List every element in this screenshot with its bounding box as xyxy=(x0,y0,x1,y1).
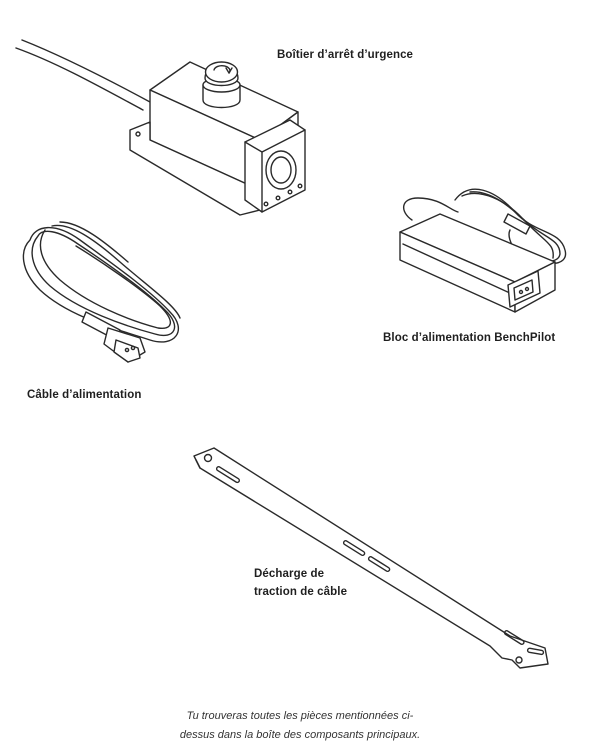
caption: Tu trouveras toutes les pièces mentionné… xyxy=(130,707,470,745)
caption-line2: dessus dans la boîte des composants prin… xyxy=(179,729,421,741)
power-cable-icon xyxy=(22,221,181,363)
power-supply-label: Bloc d’alimentation BenchPilot xyxy=(383,332,556,344)
strain-relief-label-line1: Décharge de xyxy=(254,568,325,580)
emergency-stop-box-icon xyxy=(15,39,306,216)
power-supply-icon xyxy=(399,188,567,313)
strain-relief-label-line2: traction de câble xyxy=(254,586,348,598)
caption-line1: Tu trouveras toutes les pièces mentionné… xyxy=(186,710,414,722)
strain-relief-icon xyxy=(193,447,549,669)
emergency-stop-box-label: Boîtier d’arrêt d’urgence xyxy=(277,49,414,61)
power-cable-label: Câble d’alimentation xyxy=(27,389,142,401)
